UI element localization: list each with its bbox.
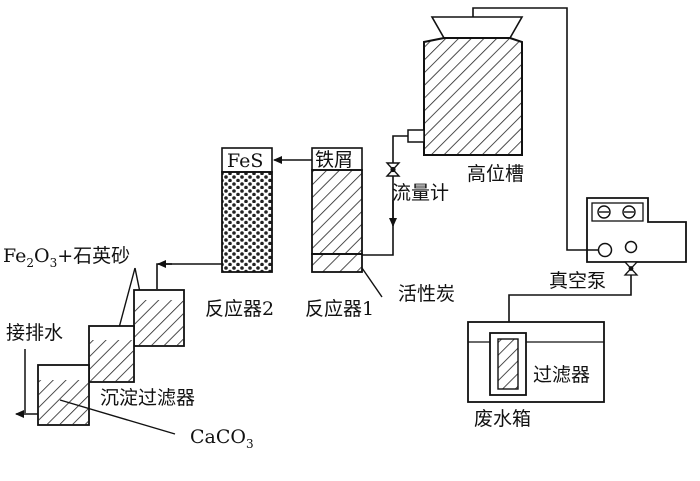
pump-to-filter-pipe <box>508 275 632 334</box>
gauge-icon <box>597 205 636 219</box>
high-tank-label: 高位槽 <box>467 163 524 185</box>
activated-carbon-leader <box>361 267 383 298</box>
tank-outlet <box>407 129 425 143</box>
reactor2-cap <box>221 147 273 173</box>
caco3-leader <box>59 399 176 435</box>
reactor2-label: 反应器2 <box>205 298 274 320</box>
filter-cartridge <box>497 338 519 390</box>
fe2o3-quartz-label: Fe2O3+石英砂 <box>3 245 130 270</box>
feed-pipe: 流量计 <box>362 135 449 256</box>
high-level-tank: 高位槽 <box>407 16 524 185</box>
waste-tank-body <box>467 321 605 403</box>
waste-tank-label: 废水箱 <box>474 408 531 430</box>
waste-water-tank: 过滤器 废水箱 <box>467 321 605 430</box>
settling-filter: 沉淀过滤器 <box>37 289 195 426</box>
reactor-1: 铁屑 反应器1 活性炭 <box>305 147 455 320</box>
filter-label: 过滤器 <box>533 364 590 386</box>
flowmeter-label: 流量计 <box>392 182 449 204</box>
reactor-2: FeS 反应器2 <box>205 147 274 320</box>
reactor1-label: 反应器1 <box>305 298 374 320</box>
discharge-label: 接排水 <box>6 322 63 344</box>
settling-filter-label: 沉淀过滤器 <box>100 387 195 409</box>
vacuum-pump: 真空泵 <box>549 197 687 292</box>
pump-outlet-port <box>624 240 638 254</box>
activated-carbon-layer <box>311 253 363 273</box>
iron-scraps-label: 铁屑 <box>315 149 353 171</box>
vacuum-pump-label: 真空泵 <box>549 270 606 292</box>
tank-body <box>423 37 523 156</box>
flow-pipe-r2-settle <box>156 263 222 289</box>
caco3-label: CaCO3 <box>190 426 254 451</box>
iron-scraps-bed <box>311 169 363 255</box>
tank-funnel-top <box>430 16 524 39</box>
pump-inlet-port <box>597 242 613 258</box>
activated-carbon-label: 活性炭 <box>398 283 455 305</box>
pump-valve-icon <box>623 261 639 276</box>
tank-to-pump-pipe <box>472 7 598 251</box>
fes-bed <box>221 171 273 273</box>
fes-label: FeS <box>227 150 263 172</box>
flowmeter-valve-icon <box>385 162 401 177</box>
